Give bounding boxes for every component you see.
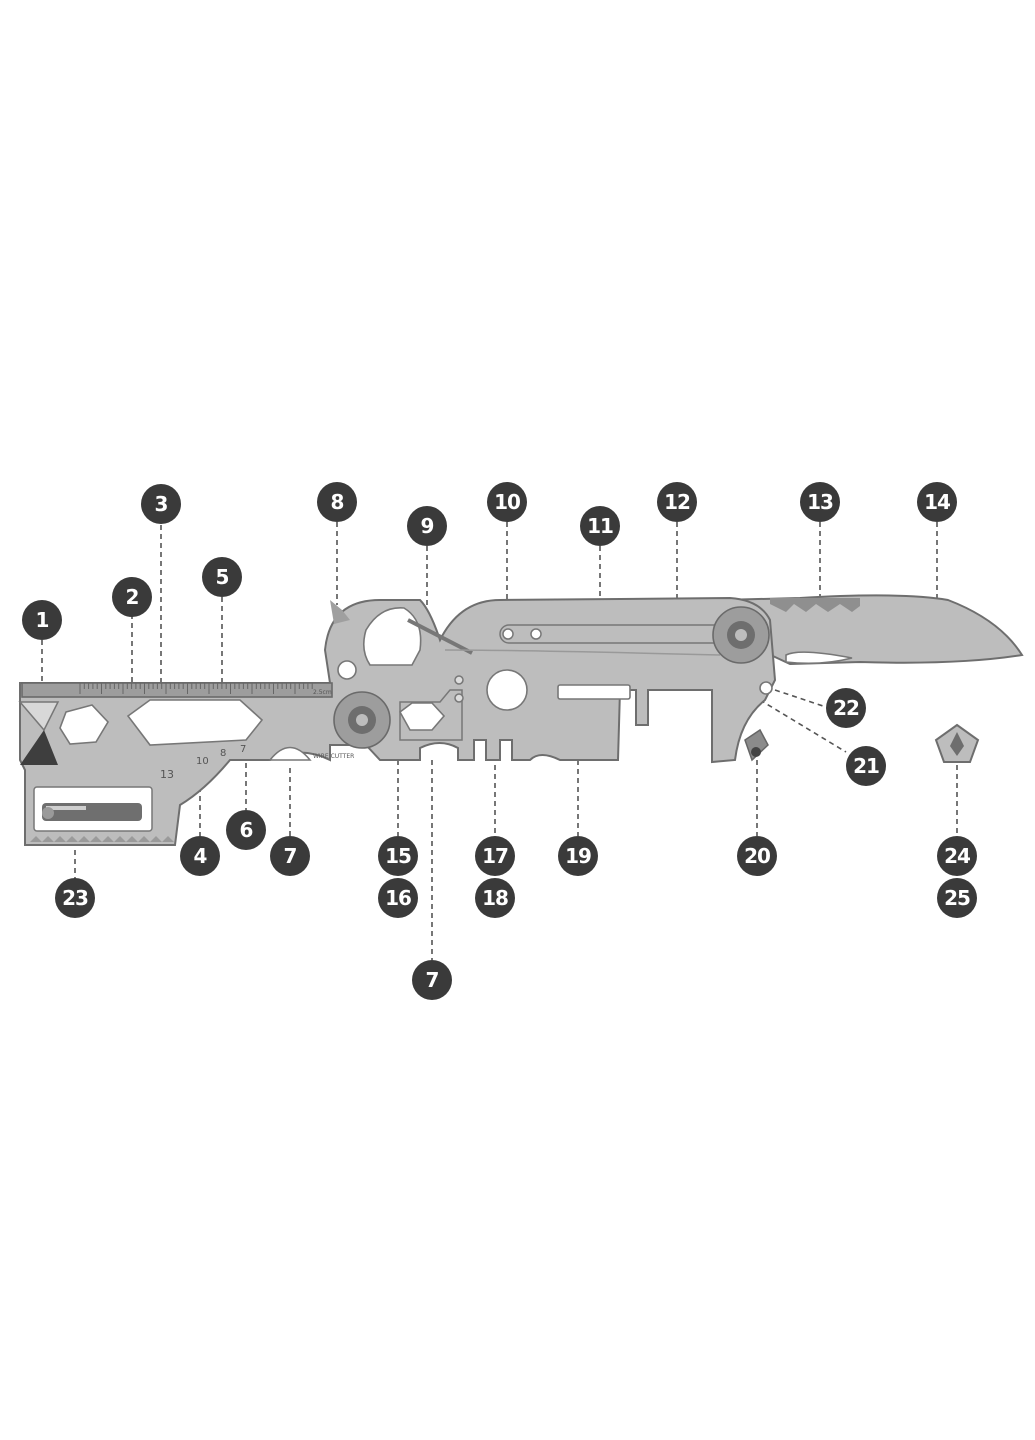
callout-4-label: 4 [194, 844, 207, 868]
callout-21: 21 [846, 746, 886, 786]
callout-16-label: 16 [385, 886, 411, 910]
callout-23-label: 23 [62, 886, 88, 910]
callout-20: 20 [737, 836, 777, 876]
callout-21-label: 21 [853, 754, 879, 778]
callout-22-label: 22 [833, 696, 859, 720]
callout-6-label: 6 [240, 818, 253, 842]
callout-24: 24 [937, 836, 977, 876]
callout-7b-label: 7 [426, 968, 439, 992]
callout-2: 2 [112, 577, 152, 617]
callout-15: 15 [378, 836, 418, 876]
callout-25: 25 [937, 878, 977, 918]
callout-19-label: 19 [565, 844, 591, 868]
callout-8-label: 8 [331, 490, 344, 514]
callout-19: 19 [558, 836, 598, 876]
wrench-size-13: 13 [160, 768, 174, 781]
callout-24-label: 24 [944, 844, 970, 868]
callout-7-bottom: 7 [412, 960, 452, 1000]
callout-5: 5 [202, 557, 242, 597]
tool-body: 2.5cm 13 10 8 7 WIRE CUTTER [18, 596, 777, 846]
wrench-size-8: 8 [220, 748, 226, 759]
hex-bit-accessory [934, 723, 980, 763]
callout-9: 9 [407, 506, 447, 546]
callout-20-label: 20 [744, 844, 770, 868]
callout-10-label: 10 [494, 490, 520, 514]
callout-17-label: 17 [482, 844, 508, 868]
callout-17: 17 [475, 836, 515, 876]
callout-16: 16 [378, 878, 418, 918]
callout-13: 13 [800, 482, 840, 522]
callout-15-label: 15 [385, 844, 411, 868]
callout-1-label: 1 [36, 608, 49, 632]
callout-3: 3 [141, 484, 181, 524]
callout-22: 22 [826, 688, 866, 728]
wire-cutter-text: WIRE CUTTER [313, 753, 354, 760]
callout-14-label: 14 [924, 490, 950, 514]
callout-5-label: 5 [216, 565, 229, 589]
callout-18-label: 18 [482, 886, 508, 910]
ruler-ticks [79, 683, 313, 694]
callout-2-label: 2 [126, 585, 139, 609]
knife-blade [717, 594, 1024, 666]
callout-13-label: 13 [807, 490, 833, 514]
callout-25-label: 25 [944, 886, 970, 910]
callout-1: 1 [22, 600, 62, 640]
wrench-size-7: 7 [240, 744, 246, 755]
callout-7-lower-edge: 7 [270, 836, 310, 876]
callout-11: 11 [580, 506, 620, 546]
callout-3-label: 3 [155, 492, 168, 516]
callout-11-label: 11 [587, 514, 613, 538]
callout-18: 18 [475, 878, 515, 918]
callout-14: 14 [917, 482, 957, 522]
callout-12: 12 [657, 482, 697, 522]
callout-8: 8 [317, 482, 357, 522]
ruler-unit-text: 2.5cm [313, 689, 332, 696]
callout-10: 10 [487, 482, 527, 522]
callout-4: 4 [180, 836, 220, 876]
callout-23: 23 [55, 878, 95, 918]
callout-6: 6 [226, 810, 266, 850]
callout-7-label: 7 [284, 844, 297, 868]
leader-lines [41, 522, 958, 960]
wrench-size-10: 10 [196, 756, 209, 767]
callout-12-label: 12 [664, 490, 690, 514]
callout-9-label: 9 [421, 514, 434, 538]
